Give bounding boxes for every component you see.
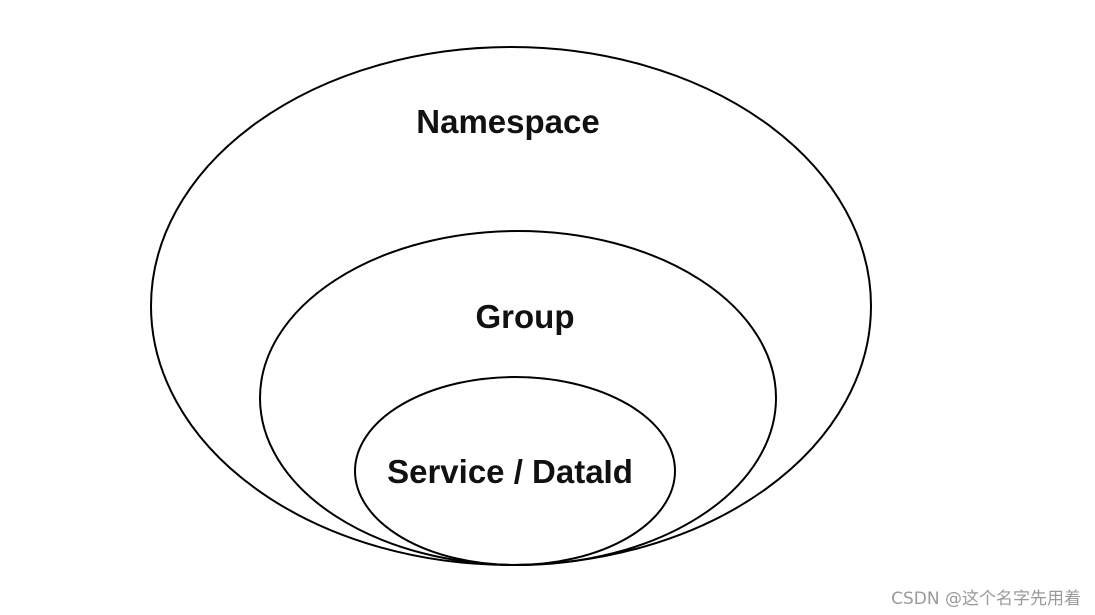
group-label: Group [476,298,575,335]
service-dataid-ellipse [354,376,676,566]
namespace-label: Namespace [416,103,599,140]
group-ellipse [259,230,777,566]
service-dataid-label: Service / DataId [387,453,633,490]
csdn-watermark: CSDN @这个名字先用着 [891,589,1081,609]
